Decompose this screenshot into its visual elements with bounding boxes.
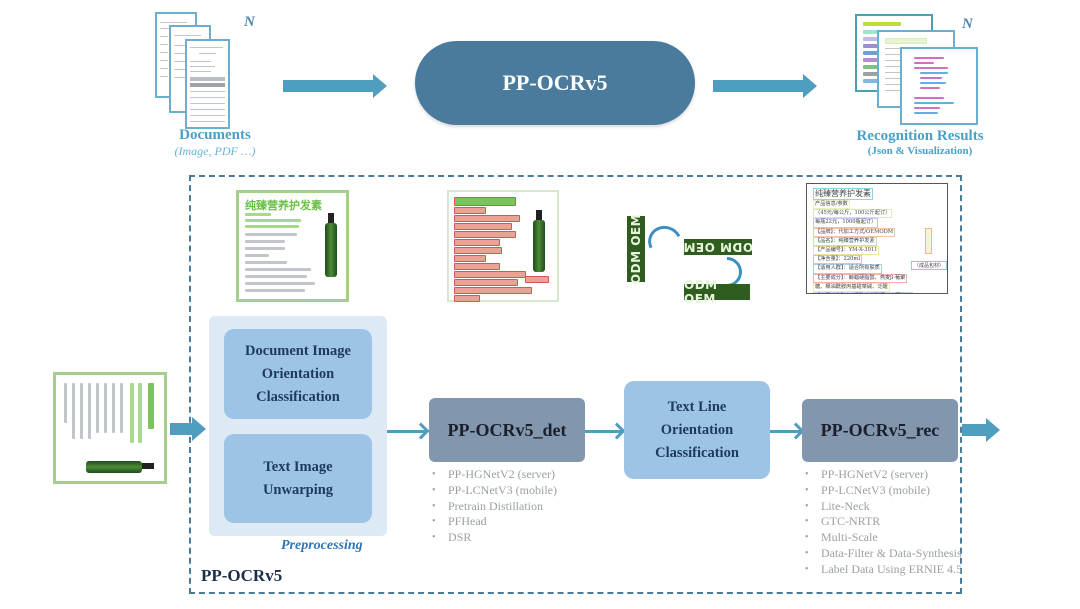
input-to-pipeline-arrow (283, 74, 387, 98)
pp-ocrv5-det-module: PP-OCRv5_det (429, 398, 585, 462)
feature-item: PP-HGNetV2 (server) (803, 467, 962, 483)
results-subtitle: (Json & Visualization) (867, 145, 973, 157)
recognized-text-line: 【主要功能】：可紧致头发磷层，从而达到 (813, 292, 913, 293)
document-orientation-classification-module: Document Image Orientation Classificatio… (224, 329, 372, 419)
text-detection-thumbnail (447, 190, 559, 302)
json-result-page (900, 47, 978, 125)
text-line-orientation-classification-module: Text Line Orientation Classification (624, 381, 770, 479)
pp-ocrv5-pipeline-frame (189, 175, 962, 594)
documents-title: Documents (179, 127, 251, 143)
bottle-image (325, 223, 337, 277)
documents-caption: Documents (Image, PDF …) (150, 127, 280, 159)
module-label-line: Text Image (263, 458, 333, 475)
input-to-preprocessing-arrow (170, 417, 206, 441)
module-label-line: Text Line (667, 398, 727, 415)
pipeline-frame-label: PP-OCRv5 (201, 566, 283, 585)
side-label-text: （成品包材） (911, 261, 947, 270)
pipeline-to-results-arrow (713, 74, 817, 98)
pp-ocrv5-rec-module: PP-OCRv5_rec (802, 399, 958, 462)
results-title: Recognition Results (856, 128, 984, 144)
feature-item: PP-HGNetV2 (server) (430, 467, 557, 483)
recognition-result-thumbnail: 纯臻营养护发素产品信息/参数（45元/每公斤，100公斤起订）每瓶22元，100… (806, 183, 948, 294)
rotated-text-line-vertical: ODM OEM (627, 213, 645, 285)
feature-item: PP-LCNetV3 (mobile) (430, 483, 557, 499)
recognized-text-line: 【净含量】：220ml (813, 255, 863, 265)
recognized-text-line: 产品信息/参数 (813, 200, 850, 210)
orientation-corrected-thumbnail: 纯臻营养护发素 (236, 190, 349, 302)
preprocessing-label: Preprocessing (281, 538, 363, 553)
feature-item: Multi-Scale (803, 530, 962, 546)
rec-module-label: PP-OCRv5_rec (820, 420, 940, 440)
corrected-text-line: ODM OEM (684, 278, 750, 306)
bottle-image (533, 220, 545, 272)
recognized-text-line: 纯臻营养护发素 (813, 188, 873, 200)
feature-item: DSR (430, 530, 557, 546)
document-count-label: N (244, 14, 255, 30)
documents-stack-icon (155, 12, 255, 129)
recognized-text-line: 【品牌】：代加工方式/OEMODM (813, 227, 896, 237)
feature-item: PFHead (430, 514, 557, 530)
det-to-textline-arrow (585, 422, 626, 440)
product-title-text: 纯臻营养护发素 (245, 199, 322, 212)
result-count-label: N (962, 16, 973, 32)
recognized-text-line: 【主要成分】：鲸蜡硬脂醇、燕麦β-葡聚 (813, 273, 908, 283)
feature-item: Data-Filter & Data-Synthesis (803, 546, 962, 562)
recognized-text-line: 糖、椰油酰胺丙基甜菜碱、泛醌 (813, 282, 890, 293)
feature-item: GTC-NRTR (803, 514, 962, 530)
feature-item: Label Data Using ERNIE 4.5 (803, 562, 962, 578)
pp-ocrv5-pipeline-pill: PP-OCRv5 (415, 41, 695, 125)
pipeline-label: PP-OCRv5 (502, 70, 608, 95)
rec-output-arrow (962, 418, 1000, 442)
textline-to-rec-arrow (770, 422, 805, 440)
documents-subtitle: (Image, PDF …) (174, 144, 256, 158)
recognized-text-line: 【适用人群】：适合所有肤质 (813, 264, 882, 274)
feature-item: Pretrain Distillation (430, 499, 557, 515)
document-page (185, 39, 230, 129)
recognized-text-line: 每瓶22元，1000瓶起订） (813, 218, 879, 228)
det-feature-list: PP-HGNetV2 (server)PP-LCNetV3 (mobile)Pr… (430, 467, 557, 546)
text-image-unwarping-module: Text Image Unwarping (224, 434, 372, 523)
module-label-line: Document Image (245, 342, 351, 359)
preprocessing-to-det-arrow (387, 422, 430, 440)
rotated-input-document-thumbnail (53, 372, 167, 484)
module-label-line: Classification (655, 444, 739, 461)
rec-feature-list: PP-HGNetV2 (server)PP-LCNetV3 (mobile)Li… (803, 467, 962, 578)
module-label-line: Orientation (660, 421, 734, 438)
recognized-text-lines: 纯臻营养护发素产品信息/参数（45元/每公斤，100公斤起订）每瓶22元，100… (813, 188, 916, 293)
vertical-label-box (925, 228, 932, 254)
bottle-image (86, 461, 142, 473)
det-module-label: PP-OCRv5_det (447, 419, 567, 440)
rotated-text-line-upside-down: ODM OEM (682, 239, 754, 255)
recognition-results-stack-icon (855, 12, 978, 125)
module-label-line: Orientation (261, 365, 335, 382)
recognized-text-line: （45元/每公斤，100公斤起订） (813, 209, 893, 219)
recognized-text-line: 【品名】：纯臻营养护发素 (813, 236, 877, 247)
module-label-line: Classification (256, 388, 340, 405)
module-label-line: Unwarping (262, 481, 334, 498)
feature-item: Lite-Neck (803, 499, 962, 515)
results-caption: Recognition Results (Json & Visualizatio… (840, 128, 1000, 157)
feature-item: PP-LCNetV3 (mobile) (803, 483, 962, 499)
recognized-text-line: 【产品编号】：YM-X-3011 (813, 246, 880, 256)
